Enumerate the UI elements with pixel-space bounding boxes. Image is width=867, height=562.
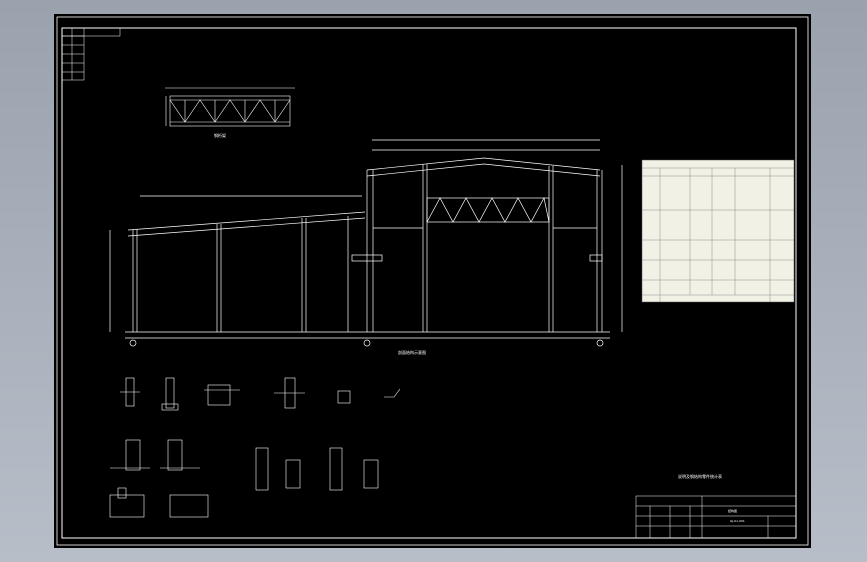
truss-detail-title: 钢桁架 bbox=[214, 132, 226, 138]
sheet-inner-border bbox=[61, 27, 797, 539]
title-block-name: 结构图 bbox=[728, 508, 737, 513]
top-left-stamp bbox=[61, 27, 121, 81]
main-elevation-title: 剖面结构示意图 bbox=[398, 349, 426, 355]
notes-title: 说明及钢结构零件统计表 bbox=[678, 473, 722, 479]
main-elevation bbox=[109, 139, 623, 347]
detail-sketches bbox=[109, 377, 401, 518]
sheet-outer-border bbox=[56, 16, 809, 546]
title-block bbox=[635, 495, 797, 539]
title-block-number: GJ-01-001 bbox=[730, 519, 745, 523]
parts-table bbox=[641, 159, 795, 303]
truss-detail bbox=[165, 87, 295, 127]
